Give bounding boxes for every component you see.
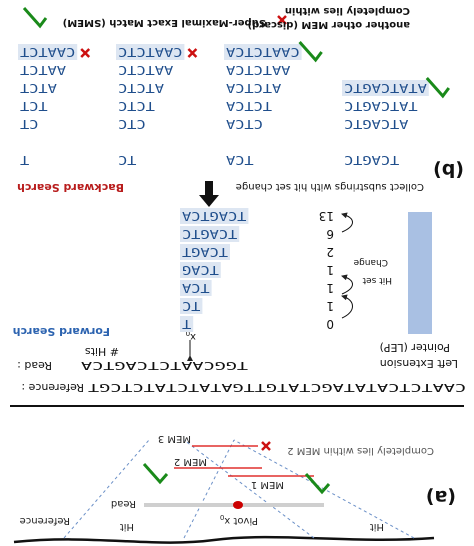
forward-row-hits: 1 <box>326 281 334 295</box>
forward-row-box <box>180 262 221 278</box>
reference-label-a: Reference <box>20 515 70 526</box>
mem2-label: MEM 2 <box>174 456 207 467</box>
discard-x-icon <box>187 48 198 58</box>
legend-x-icon <box>277 15 287 25</box>
backward-row-text: ATCT <box>20 81 57 95</box>
legend-discard-line1: Completely lies within <box>285 5 410 16</box>
backward-row-text: ATATCAGTC <box>344 81 427 95</box>
forward-row-text: TCA <box>181 281 210 295</box>
backward-final-box <box>342 80 429 96</box>
forward-row-text: TCAGTCA <box>181 209 246 223</box>
forward-search-table: T131TC61TCA21TCAG10TCAGT10TCAGTC10TCAGTC… <box>180 208 424 332</box>
backward-row-text: CAATCTC <box>118 45 182 59</box>
forward-row-box <box>180 298 203 314</box>
backward-search-title: Backward Search <box>17 181 124 194</box>
mem3-label: MEM 3 <box>158 433 191 444</box>
backward-final-box <box>18 44 78 60</box>
forward-row-box <box>180 226 240 242</box>
backward-row-text: TATCAGTC <box>344 99 418 113</box>
backward-row-text: CTCA <box>225 117 263 131</box>
discard-x-icon <box>80 48 91 58</box>
hits-arrow <box>341 274 353 295</box>
x0-label: x0 <box>186 329 196 342</box>
guide-line <box>183 439 235 539</box>
backward-row-text: TCTCA <box>225 99 272 113</box>
backward-search-columns: TCTTCTATCTAATCTCAATCTTCCTCTCTCATCTCAATCT… <box>18 41 450 167</box>
panel-b-label: (b) <box>433 159 464 181</box>
smem-check-icon <box>298 41 323 63</box>
lep-bar <box>408 212 432 334</box>
guide-line <box>63 439 150 539</box>
backward-row-text: TCT <box>20 99 48 113</box>
check-icon <box>142 463 169 485</box>
legend-check-icon <box>22 7 48 29</box>
backward-row-text: AATCTC <box>118 63 173 77</box>
forward-row-box <box>180 316 194 332</box>
read-label-b: Read : <box>17 359 52 372</box>
forward-row-text: T <box>182 317 191 331</box>
forward-row-box <box>180 244 230 260</box>
forward-row-hits: 13 <box>319 209 334 223</box>
smem-check-icon <box>425 77 450 99</box>
collect-arrow-icon <box>199 181 219 207</box>
backward-seed: TCAGTC <box>344 153 399 167</box>
check-icon <box>304 473 331 495</box>
panel-a: (a) Reference Hit Hit Read Pivot x0 MEM … <box>13 433 456 544</box>
read-sequence: TGGCAATCTCAGTCA <box>80 359 248 372</box>
backward-final-box <box>116 44 185 60</box>
mem3-note: Completely lies within MEM 2 <box>287 445 434 456</box>
hit-left-label: Hit <box>370 521 384 532</box>
mem1-label: MEM 1 <box>251 479 284 490</box>
forward-row-hits: 1 <box>326 299 334 313</box>
forward-row-text: TCAGT <box>182 245 228 259</box>
backward-seed: T <box>20 153 29 167</box>
backward-final-box <box>224 44 302 60</box>
collect-note: Collect substrings with hit set change <box>236 181 424 192</box>
discard-x-icon <box>261 441 271 451</box>
backward-row-text: CT <box>20 117 38 131</box>
forward-search-title: Forward Search <box>13 325 110 338</box>
backward-row-text: AATCTCA <box>225 63 290 77</box>
lep-header-2: Pointer (LEP) <box>380 341 450 354</box>
read-label-a: Read <box>111 498 136 509</box>
lep-header-1: Left Extension <box>380 357 458 370</box>
backward-row-text: ATCTC <box>118 81 164 95</box>
panel-b: (b) CAATCTCATATAGCTATGTTGATATCTATCTCGT R… <box>13 5 466 394</box>
backward-seed: TC <box>118 153 136 167</box>
backward-row-text: AATCT <box>20 63 66 77</box>
reference-sequence: CAATCTCATATAGCTATGTTGATATCTATCTCGT <box>87 381 466 394</box>
change-note: Change <box>353 257 388 267</box>
hit-set-note: Hit set <box>362 275 392 285</box>
panel-a-label: (a) <box>426 486 456 508</box>
forward-row-text: TCAGTC <box>182 227 237 241</box>
forward-row-hits: 0 <box>326 317 334 331</box>
backward-row-text: TCTC <box>118 99 155 113</box>
forward-row-text: TCAG <box>182 263 219 277</box>
pivot-label: Pivot x0 <box>220 513 258 526</box>
forward-row-hits: 6 <box>326 227 334 241</box>
forward-row-box <box>180 280 212 296</box>
hit-right-label: Hit <box>120 521 134 532</box>
forward-row-hits: 2 <box>326 245 334 259</box>
legend-discard-line2: another other MEM (discard) <box>248 19 410 30</box>
forward-row-hits: 1 <box>326 263 334 277</box>
pivot-dot <box>233 501 243 509</box>
hits-header: # Hits <box>85 345 119 358</box>
hits-arrow <box>341 212 353 233</box>
reference-strand <box>13 535 435 544</box>
backward-row-text: CTC <box>118 117 146 131</box>
legend-smem: Super-Maximal Exact Match (SMEM) <box>63 17 266 28</box>
forward-row-text: TC <box>182 299 200 313</box>
backward-row-text: CAATCT <box>20 45 75 59</box>
backward-row-text: ATCTCA <box>225 81 281 95</box>
forward-row-box <box>180 208 249 224</box>
hits-arrow <box>341 294 353 319</box>
backward-row-text: ATCAGTC <box>344 117 408 131</box>
reference-label-b: Reference : <box>21 381 84 394</box>
backward-row-text: CAATCTCA <box>225 45 300 59</box>
backward-seed: TCA <box>225 153 254 167</box>
